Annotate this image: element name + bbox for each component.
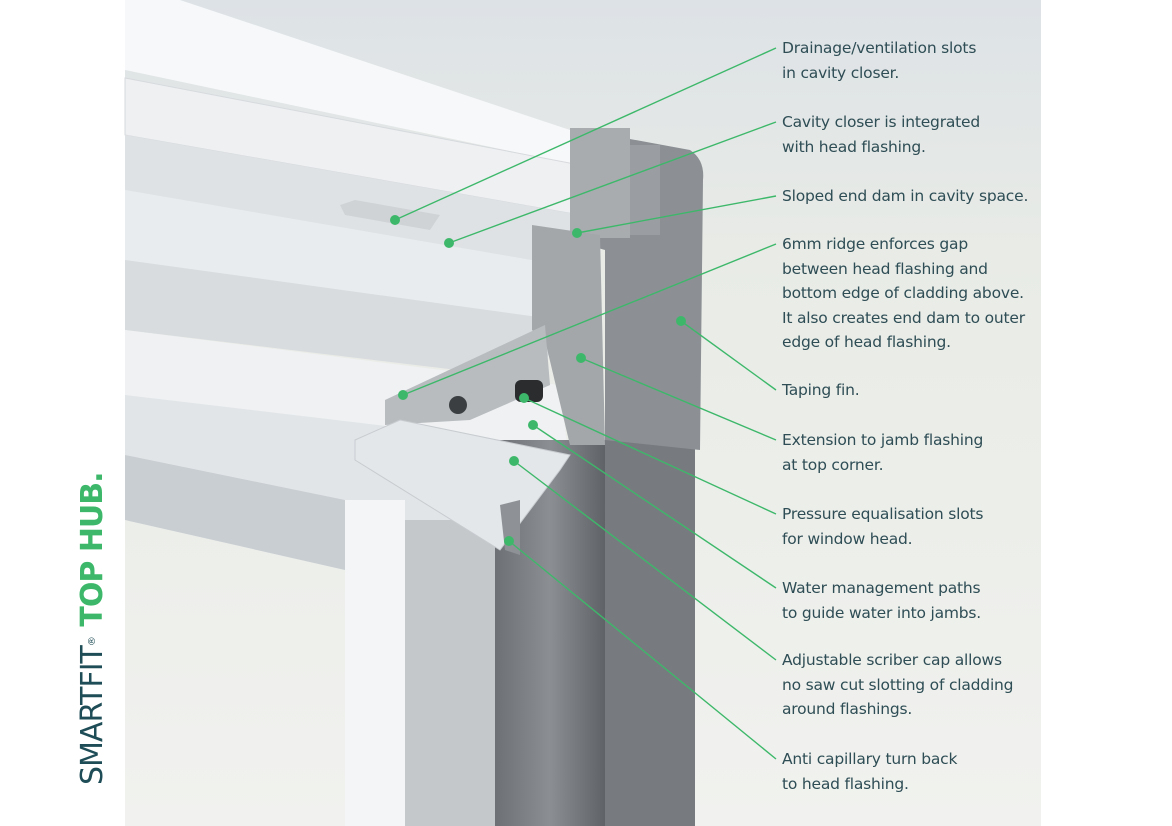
callout-label: Pressure equalisation slots for window h… [782,505,984,548]
leader-line [532,424,777,589]
callout-label: Drainage/ventilation slots in cavity clo… [782,39,977,82]
callout-label: Anti capillary turn back to head flashin… [782,750,958,793]
leader-line [448,121,777,244]
callout-label: Water management paths to guide water in… [782,579,982,622]
brand-name: SMARTFIT [75,646,110,785]
leader-line [394,47,777,221]
leader-line [523,397,777,515]
registered-mark: ® [87,636,98,647]
callout-dot [390,215,400,225]
callout-label: Sloped end dam in cavity space. [782,187,1029,205]
leader-line [513,460,777,661]
callout-dot [572,228,582,238]
leader-line [508,540,777,760]
callout-label: Extension to jamb flashing at top corner… [782,431,984,474]
callout-dot [504,536,514,546]
callout-label: 6mm ridge enforces gap between head flas… [782,235,1025,351]
product-name: TOP HUB. [75,472,110,627]
callout-dot [519,393,529,403]
callout-label: Cavity closer is integrated with head fl… [782,113,981,156]
callout-dot [528,420,538,430]
callout-label: Taping fin. [782,381,860,399]
leader-line [402,243,777,396]
leader-line [576,195,777,234]
leader-line [680,320,777,391]
leader-line [580,357,777,441]
callout-label: Adjustable scriber cap allows no saw cut… [782,651,1014,718]
callout-dot [576,353,586,363]
callout-dot [398,390,408,400]
callout-dot [676,316,686,326]
callout-dot [509,456,519,466]
callout-dot [444,238,454,248]
callout-leaders [390,47,777,760]
smartfit-top-hub-logo: SMARTFIT® TOP HUB. [75,472,110,785]
